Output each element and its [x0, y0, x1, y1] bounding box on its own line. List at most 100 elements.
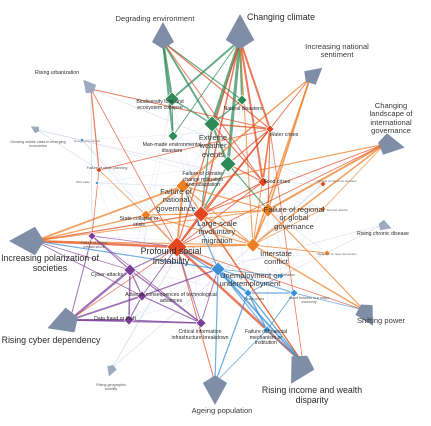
connection-line-ageing-population-to-social-instability: [176, 246, 216, 384]
driver-marker-changing-governance: [378, 133, 405, 155]
faint-link: [200, 213, 249, 294]
connection-line-extreme-weather-to-climate-adaptation-failure: [211, 123, 229, 165]
connection-line-urban-planning-failure-to-critical-infrastructure-failure: [91, 169, 100, 237]
risk-node-extreme-weather: [203, 115, 221, 133]
connection-line-rising-income-disparity-to-fiscal-crises: [247, 292, 304, 364]
connection-line-degrading-environment-to-natural-disasters: [162, 41, 243, 101]
connection-line-rising-chronic-disease-to-unemployment: [217, 224, 383, 270]
connection-line-adverse-tech-to-info-infrastructure-breakdown: [141, 295, 202, 324]
connection-line-involuntary-migration-to-food-crises: [200, 181, 264, 215]
connection-line-social-instability-to-unemployment: [175, 245, 220, 271]
connection-line-rising-urbanization-to-critical-infrastructure-failure: [90, 88, 93, 237]
connection-line-cyber-attacks-to-critical-infrastructure-failure: [91, 235, 131, 271]
connection-line-changing-climate-to-involuntary-migration: [200, 39, 241, 215]
connection-line-rising-cyber-dependency-to-social-instability: [69, 246, 178, 321]
risk-label-weapons-destruction: Weapons of mass destruction: [317, 252, 357, 256]
connection-line-unemployment-to-info-infrastructure-breakdown: [200, 268, 219, 324]
risk-node-cyber-attacks: [123, 263, 137, 277]
risk-node-water-crises: [265, 124, 275, 134]
risk-label-adverse-tech: Adverse consequences of technological ad…: [125, 292, 217, 304]
connection-line-increasing-polarization-to-regional-governance-failure: [34, 209, 269, 242]
connection-line-national-governance-failure-to-regional-governance-failure: [182, 185, 269, 211]
faint-link: [128, 268, 219, 321]
faint-link: [171, 98, 202, 215]
driver-markers: [9, 14, 405, 405]
driver-marker-rising-urbanization: [83, 79, 97, 94]
risk-label-illicit-trade: Illicit trade: [76, 180, 90, 184]
connection-lines: [33, 38, 386, 384]
connection-line-social-instability-to-cyber-attacks: [129, 246, 178, 271]
faint-link: [128, 183, 324, 321]
connection-line-unemployment-to-deflation: [217, 268, 282, 277]
risk-node-adverse-tech: [136, 290, 148, 302]
risk-node-illicit-trade: [94, 180, 100, 186]
connection-line-rising-cyber-dependency-to-critical-infrastructure-failure: [69, 235, 93, 321]
faint-link: [252, 244, 295, 294]
driver-label-increasing-national-sentiment: Increasing national sentiment: [305, 42, 369, 60]
faint-link: [141, 214, 147, 297]
risk-label-extreme-weather: Extreme weather events: [198, 133, 228, 159]
risk-label-water-crises: Water crises: [269, 132, 299, 138]
risk-node-state-collapse: [140, 209, 152, 221]
driver-marker-degrading-environment: [152, 22, 174, 49]
driver-marker-rising-cyber-dependency: [47, 307, 78, 333]
driver-label-rising-cyber-dependency: Rising cyber dependency: [1, 335, 101, 345]
connection-line-increasing-polarization-to-state-collapse: [34, 214, 147, 242]
connection-line-national-governance-failure-to-state-collapse: [145, 185, 184, 216]
connection-line-national-governance-failure-to-interstate-conflict: [182, 185, 254, 246]
connection-line-unemployment-to-fiscal-crises: [217, 268, 249, 294]
faint-link: [81, 139, 324, 210]
connection-line-shifting-power-to-interstate-conflict: [252, 244, 365, 311]
connection-line-changing-governance-to-terrorist-attacks: [322, 143, 386, 210]
connection-line-illicit-trade-to-national-governance-failure: [96, 182, 184, 187]
connection-line-social-instability-to-info-infrastructure-breakdown: [176, 246, 202, 324]
connection-line-regional-governance-failure-to-interstate-conflict: [252, 209, 269, 246]
connection-line-increasing-polarization-to-adverse-tech: [34, 240, 143, 297]
connection-line-interstate-conflict-to-terrorist-attacks: [252, 208, 324, 246]
connection-line-ageing-population-to-financial-mechanism-failure: [214, 329, 268, 384]
connection-line-cyber-attacks-to-data-fraud: [128, 269, 131, 321]
driver-label-rising-chronic-disease: Rising chronic disease: [357, 231, 409, 237]
connection-line-increasing-polarization-to-involuntary-migration: [34, 213, 202, 242]
connection-line-degrading-environment-to-extreme-weather: [162, 41, 213, 125]
faint-link: [227, 163, 249, 294]
connection-line-degrading-environment-to-water-crises: [162, 41, 271, 130]
faint-link: [141, 123, 213, 297]
connection-line-social-instability-to-national-governance-failure: [176, 185, 184, 248]
faint-link: [269, 128, 282, 277]
connection-line-energy-price-shock-to-social-instability: [81, 139, 178, 248]
connection-line-regional-governance-failure-to-terrorist-attacks: [267, 208, 324, 211]
connection-line-involuntary-migration-to-interstate-conflict: [200, 213, 254, 246]
risk-node-regional-governance-failure: [260, 202, 276, 218]
risk-label-natural-disasters: Natural disasters: [223, 106, 263, 112]
connection-line-rising-urbanization-to-urban-planning-failure: [90, 88, 100, 171]
driver-label-shifting-power: Shifting power: [356, 316, 406, 325]
connection-line-changing-climate-to-food-crises: [239, 39, 264, 183]
connection-line-rising-urbanization-to-social-instability: [90, 88, 178, 248]
risk-node-biodiversity-loss: [164, 91, 180, 107]
connection-line-asset-bubbles-to-financial-mechanism-failure: [266, 292, 295, 331]
faint-link: [81, 139, 219, 270]
connection-line-changing-climate-to-biodiversity-loss: [171, 39, 241, 100]
risk-label-unemployment: Unemployment or underemployment: [219, 271, 281, 289]
connection-line-rising-urbanization-to-infectious-diseases: [90, 88, 324, 185]
connection-line-changing-climate-to-climate-adaptation-failure: [226, 38, 242, 166]
connection-line-national-governance-failure-to-unemployment: [182, 185, 219, 270]
connection-line-state-collapse-to-urban-planning-failure: [98, 169, 147, 216]
faint-link: [98, 123, 213, 171]
risk-label-social-instability: Profound social instability: [140, 246, 202, 266]
risk-node-info-infrastructure-breakdown: [195, 317, 207, 329]
risk-node-interstate-conflict: [245, 237, 261, 253]
connection-line-shifting-power-to-social-instability: [176, 246, 365, 311]
connection-line-social-instability-to-state-collapse: [145, 214, 178, 248]
connection-line-cyber-attacks-to-info-infrastructure-breakdown: [129, 269, 202, 324]
risk-node-national-governance-failure: [175, 178, 191, 194]
risk-node-involuntary-migration: [192, 205, 210, 223]
risk-node-natural-disasters: [236, 94, 248, 106]
risk-label-man-made-disasters: Man-made environmental disasters: [142, 142, 202, 154]
connection-line-shifting-power-to-asset-bubbles: [293, 292, 365, 311]
connection-line-changing-governance-to-regional-governance-failure: [267, 143, 386, 211]
risk-label-biodiversity-loss: Biodiversity loss and ecosystem collapse: [136, 99, 184, 111]
connection-line-ageing-population-to-unemployment: [214, 268, 219, 384]
faint-link: [176, 246, 295, 294]
